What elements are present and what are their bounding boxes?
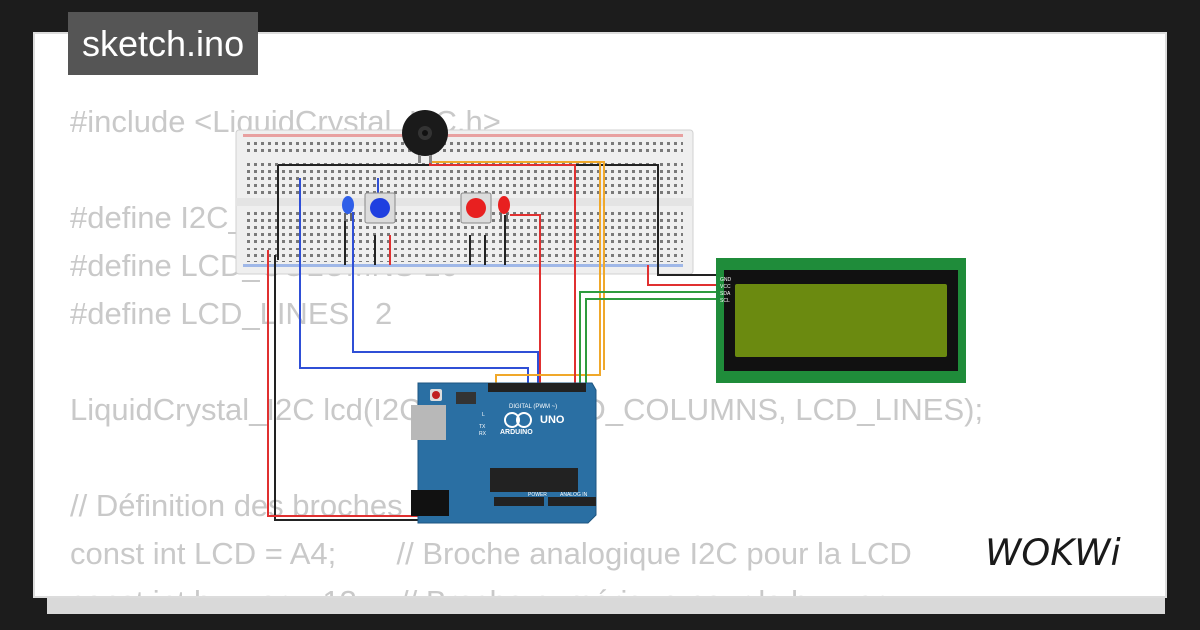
preview-card: #include <LiquidCrystal_I2C.h> #define I… (33, 32, 1167, 598)
pushbutton-blue-icon (364, 192, 396, 224)
title-tab: sketch.ino (68, 12, 259, 75)
arduino-uno-board: DIGITAL (PWM ~) UNO ARDUINO POWER ANALOG… (411, 382, 597, 524)
buzzer-icon (402, 110, 448, 163)
code-line: const int buzzer = 13; // Broche numériq… (70, 584, 884, 596)
lcd-pin-label: VCC (720, 284, 731, 290)
wokwi-logo-text: WOKWi (985, 531, 1121, 574)
lcd-pin-label: SCL (720, 298, 730, 304)
pushbutton-red-icon (460, 192, 492, 224)
analog-header-label: ANALOG IN (560, 492, 588, 498)
lcd-pin-label: GND (720, 277, 732, 283)
board-model-label: UNO (540, 414, 565, 426)
led-rx-label: RX (479, 431, 487, 437)
code-line: #define LCD_LINES 2 (70, 296, 393, 331)
wokwi-logo: WOKWi (985, 531, 1121, 574)
card-shadow (47, 598, 1165, 614)
lcd-display: GND VCC SDA SCL (716, 258, 966, 383)
led-blue-icon (342, 196, 354, 221)
led-l-label: L (482, 412, 485, 418)
digital-header-label: DIGITAL (PWM ~) (509, 404, 557, 410)
board-brand-label: ARDUINO (500, 429, 533, 436)
led-red-icon (498, 196, 510, 221)
lcd-pin-label: SDA (720, 291, 731, 297)
led-tx-label: TX (479, 424, 486, 430)
power-header-label: POWER (528, 492, 547, 498)
code-line: const int LCD = A4; // Broche analogique… (70, 536, 912, 571)
code-line: // Définition des broches (70, 488, 403, 523)
